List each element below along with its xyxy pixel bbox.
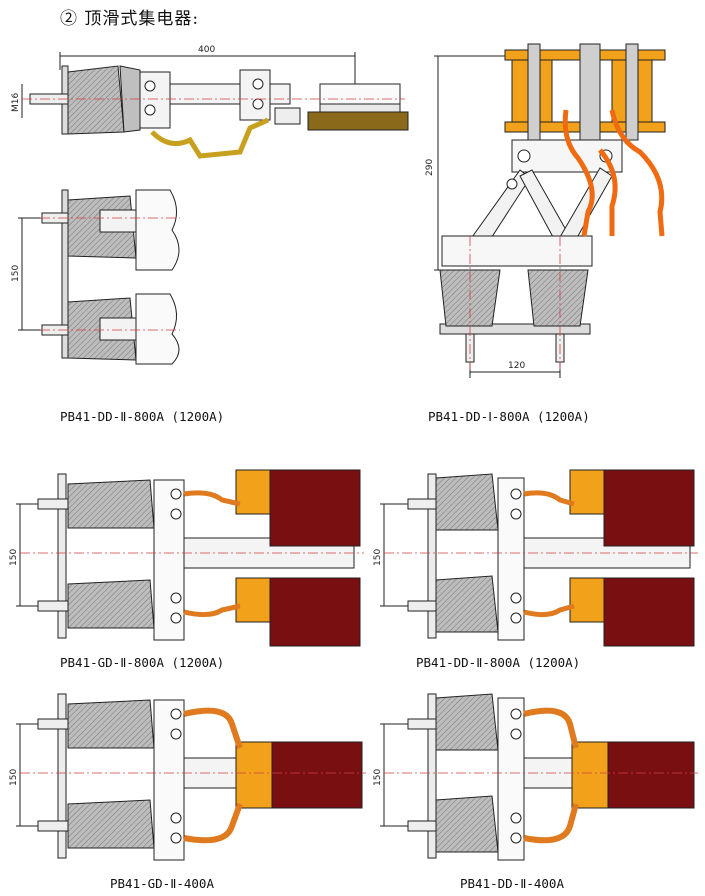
dim-150-e: 150: [373, 769, 383, 786]
dim-400: 400: [198, 45, 215, 55]
fig6-collector: [380, 693, 698, 861]
dim-m16: M16: [11, 93, 21, 112]
dim-150-c: 150: [373, 549, 383, 566]
caption-fig4: PB41-DD-Ⅱ-800A (1200A): [416, 655, 581, 670]
caption-fig3: PB41-GD-Ⅱ-800A (1200A): [60, 655, 225, 670]
dim-150-d: 150: [9, 769, 19, 786]
caption-fig6: PB41-DD-Ⅱ-400A: [460, 876, 564, 891]
dim-290: 290: [425, 159, 435, 176]
fig3-collector: [16, 469, 364, 647]
caption-fig2: PB41-DD-Ⅰ-800A (1200A): [428, 409, 590, 424]
dim-150-b: 150: [9, 549, 19, 566]
caption-fig5: PB41-GD-Ⅱ-400A: [110, 876, 214, 891]
fig2-pantograph: [434, 43, 666, 378]
dim-150-a: 150: [11, 265, 21, 282]
fig1-front-view: [18, 189, 180, 365]
section-heading: ② 顶滑式集电器:: [60, 9, 200, 29]
dim-120: 120: [508, 361, 525, 371]
caption-fig1: PB41-DD-Ⅱ-800A (1200A): [60, 409, 225, 424]
fig5-collector: [16, 693, 366, 861]
fig4-collector: [380, 469, 698, 647]
fig1-side-view: [21, 52, 409, 159]
